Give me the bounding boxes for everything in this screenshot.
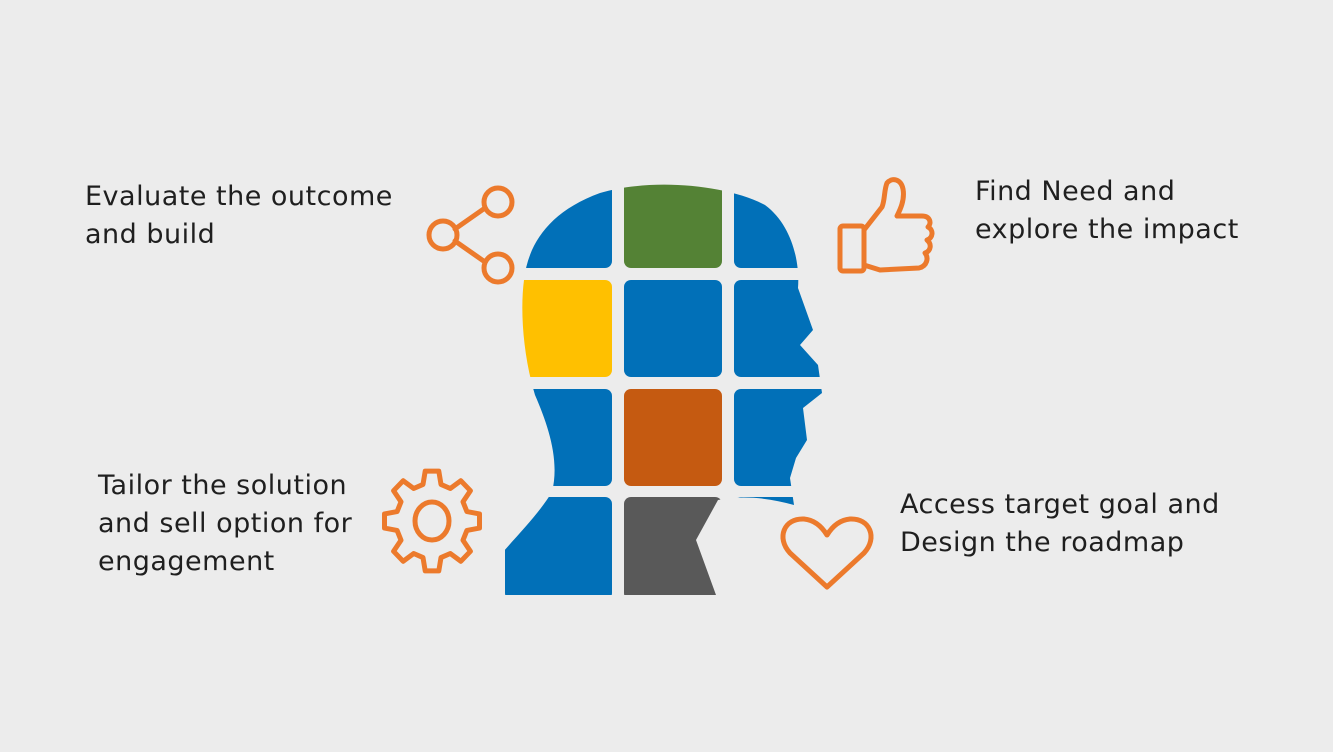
caption-line: and sell option for [98,508,353,539]
caption-line: explore the impact [975,214,1239,245]
caption-line: Evaluate the outcome [85,181,393,212]
head-tile-green [624,184,722,268]
thumbs-up-icon [837,177,935,274]
head-tile-orange [624,389,722,486]
caption-line: Access target goal and [900,489,1220,520]
caption-find-need: Find Need and explore the impact [975,173,1239,249]
caption-line: engagement [98,546,275,577]
head-tile-gray [624,497,722,596]
head-tile-blue [505,497,612,596]
head-tile-blue [624,280,722,377]
caption-evaluate-outcome: Evaluate the outcome and build [85,178,393,254]
gear-icon [382,468,482,574]
heart-icon [780,516,874,590]
caption-tailor-solution: Tailor the solution and sell option for … [98,467,352,581]
head-tile-yellow [505,280,612,377]
caption-access-target: Access target goal and Design the roadma… [900,486,1220,562]
caption-line: and build [85,219,216,250]
caption-line: Tailor the solution [98,470,348,501]
caption-line: Design the roadmap [900,527,1185,558]
share-icon [426,185,515,285]
caption-line: Find Need and [975,176,1176,207]
